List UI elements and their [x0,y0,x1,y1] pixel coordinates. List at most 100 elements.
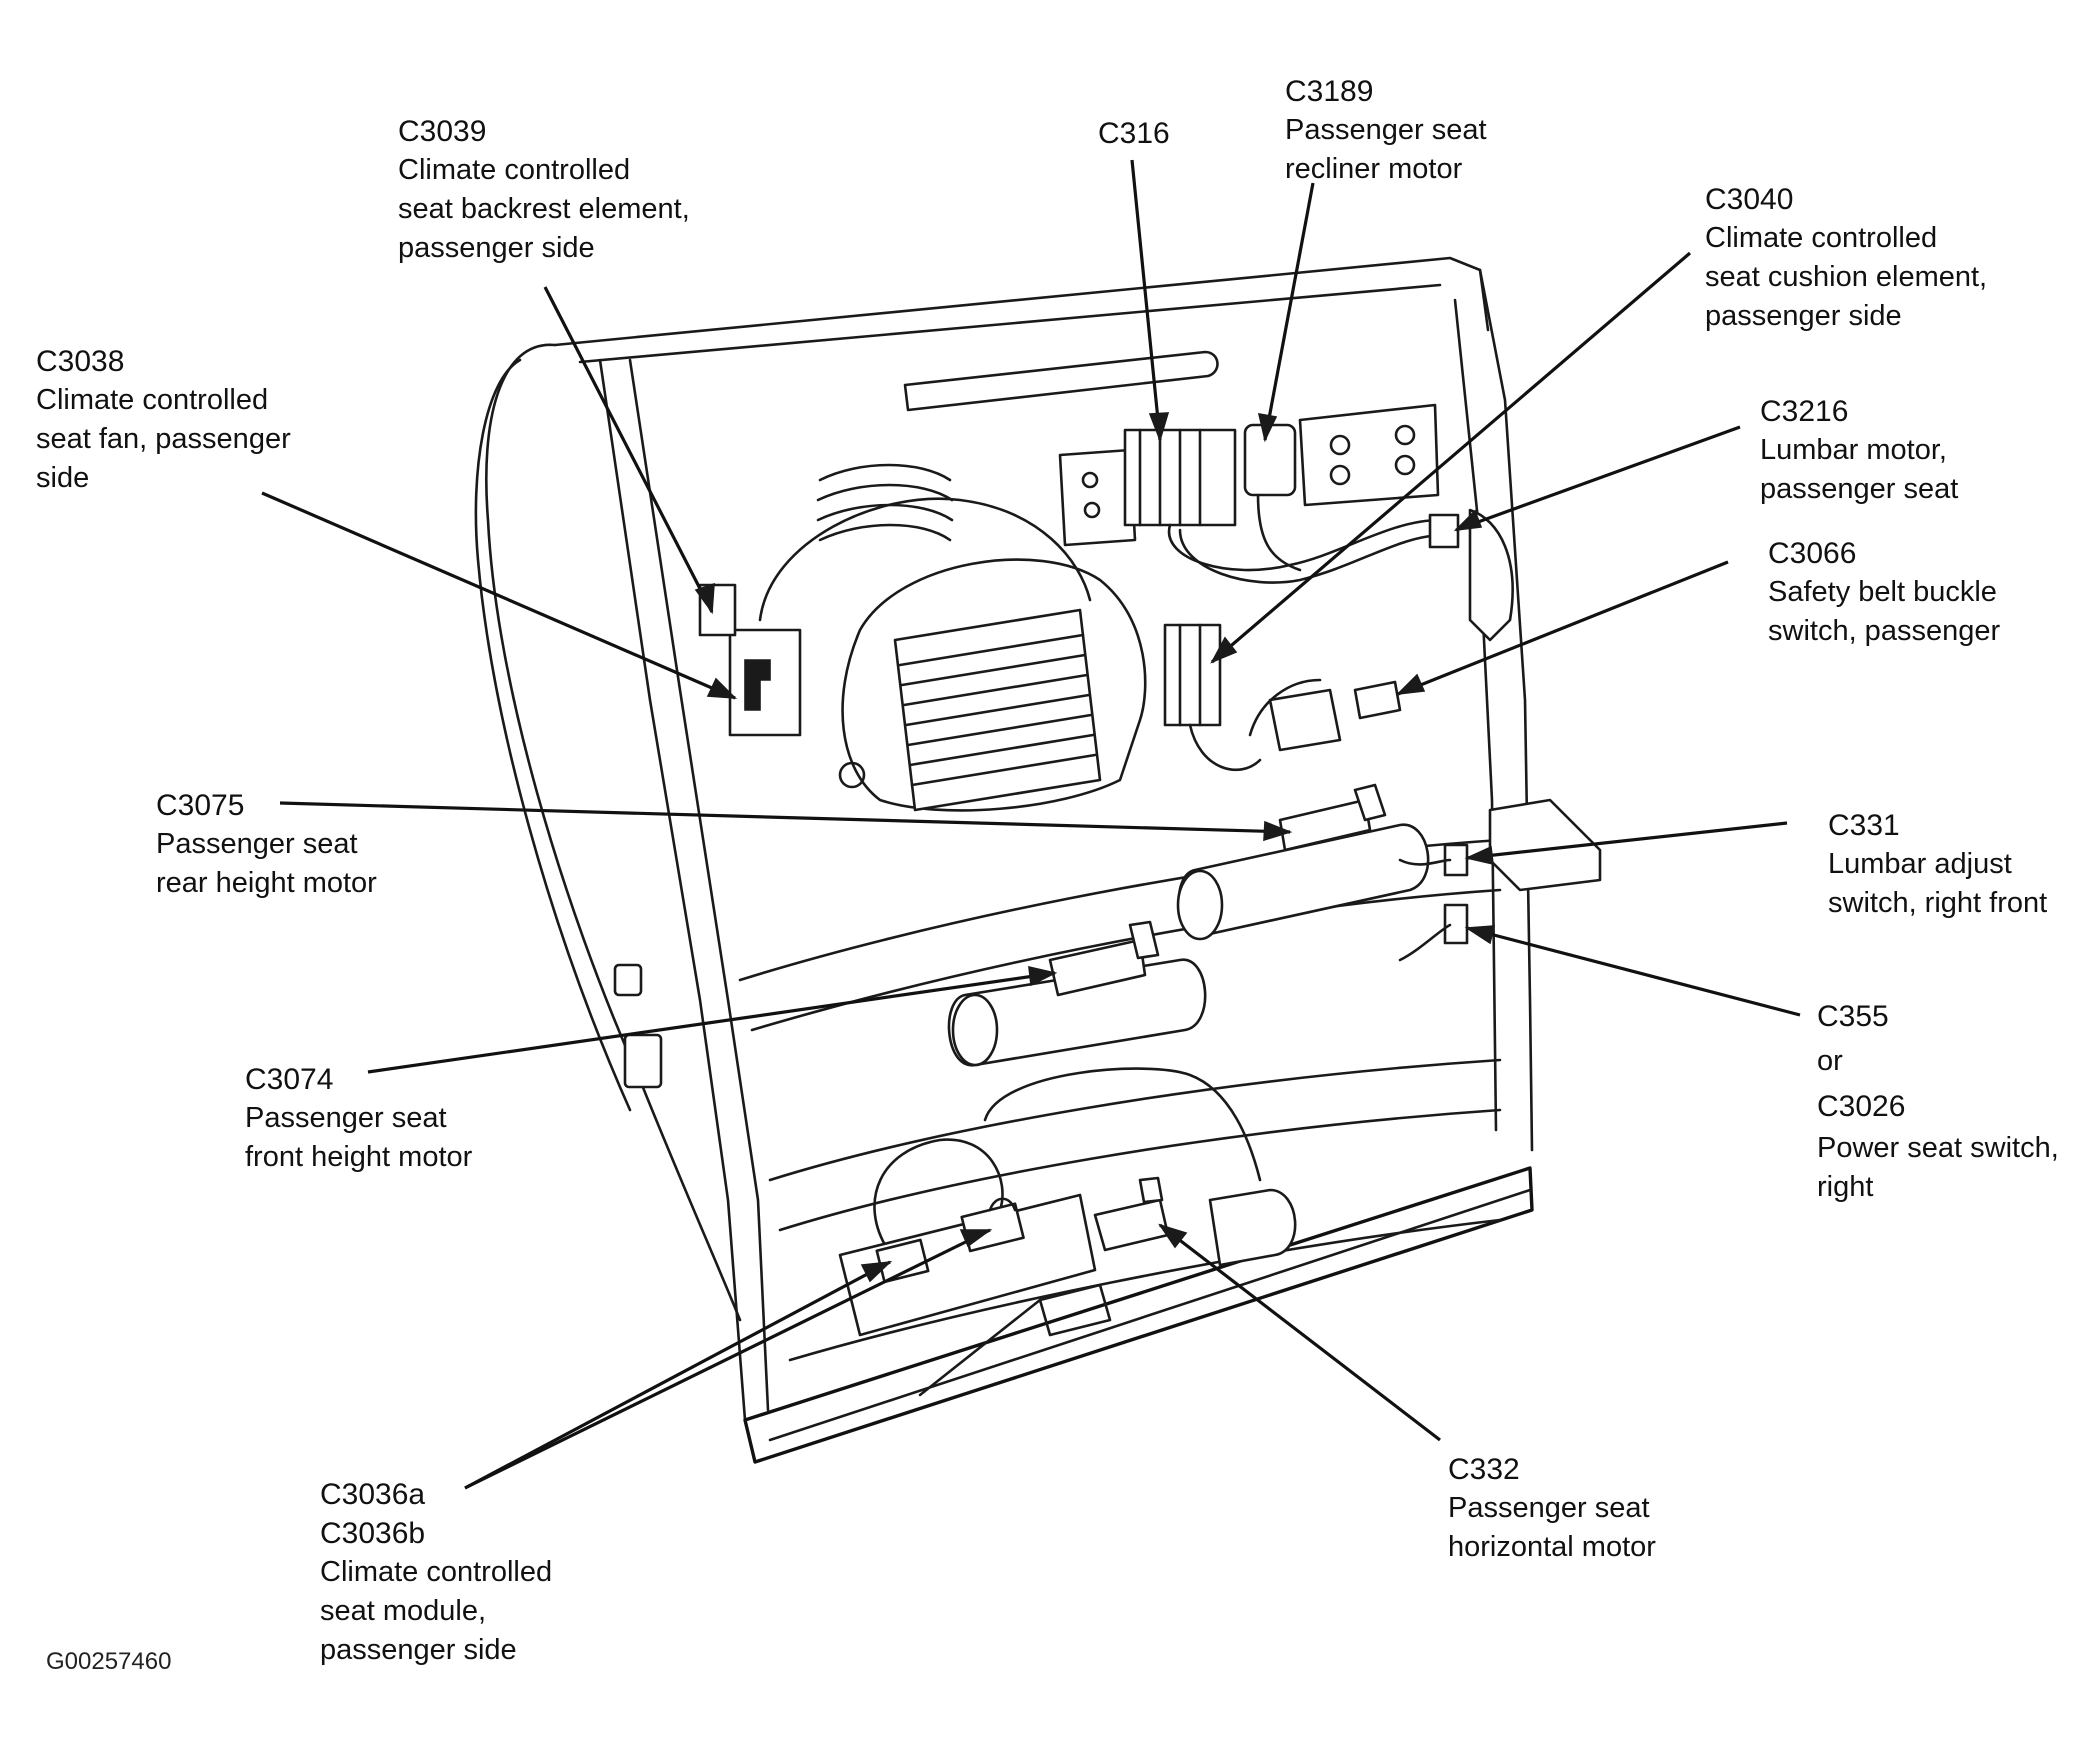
right-bracket [1468,508,1514,642]
cross-member-3 [768,1058,1502,1182]
fan-bellows [816,463,954,542]
callout-c3038: C3038 Climate controlled seat fan, passe… [36,342,291,498]
connector-c3038-body [728,628,802,737]
callout-line: Passenger seat [1448,1492,1650,1524]
arrow-c3066 [1395,673,1426,696]
arrow-heads [694,412,1496,1283]
motors [873,783,1602,1267]
connector-c3066-body [1268,688,1342,752]
leader-c3075 [279,801,1291,834]
rear-height-motor-end [1176,869,1224,941]
callout-code: C332 [1448,1453,1520,1486]
connector-c3040-ribs [1178,623,1202,727]
callout-line: Safety belt buckle [1768,576,1997,608]
callout-line: Power seat switch, [1817,1132,2059,1164]
connector-c3066-plug [1353,680,1402,720]
callout-line: rear height motor [156,867,377,899]
callout-line: passenger side [1705,300,1902,332]
arrow-c316 [1148,412,1170,443]
callout-line: C3036b [320,1517,426,1550]
arrow-c3036b [959,1229,993,1248]
frame-right [1478,268,1534,1152]
arrow-c332 [1158,1223,1188,1249]
callout-line: recliner motor [1285,153,1463,185]
leader-c3036b [464,1228,991,1490]
figure-id: G00257460 [46,1648,172,1675]
callout-line: switch, passenger [1768,615,2001,647]
callout-line: passenger seat [1760,473,1959,505]
middle-connectors [1163,508,1514,771]
leader-c332 [1159,1223,1441,1442]
leader-c3189 [1263,182,1315,441]
arrow-c3074 [1028,965,1058,987]
callout-line: Climate controlled [398,154,631,186]
connector-c332-body [1093,1198,1170,1252]
front-height-motor [947,958,1207,1067]
harness-lower-2 [873,1138,1004,1247]
callout-c3074: C3074 Passenger seat front height motor [245,1060,472,1177]
fan-grille-slats [898,633,1097,787]
wire-c355 [1398,923,1452,962]
harness-lower [983,1067,1262,1182]
callout-c355: C355 or C3026 Power seat switch, right [1817,994,2059,1207]
cross-member-4 [778,1108,1502,1232]
seat-module-rod [918,1298,1042,1397]
seat-left-curve-inner [474,358,632,1112]
seat-fan [698,463,1147,812]
callout-c3189: C3189 Passenger seat recliner motor [1285,72,1487,189]
callout-c316: C316 [1098,114,1170,153]
wire-fan-loop [758,497,1092,622]
callout-line: or [1817,1045,1843,1077]
callout-c3066: C3066 Safety belt buckle switch, passeng… [1768,534,2000,651]
arrow-c331 [1464,845,1494,866]
callout-c3216: C3216 Lumbar motor, passenger seat [1760,392,1958,509]
connector-c3074-body [1048,938,1147,997]
callout-code: C316 [1098,117,1170,150]
frame-left-inner [598,358,747,1422]
connector-c3038-latch [744,659,771,711]
callout-line: Lumbar motor, [1760,434,1947,466]
callout-code: C3216 [1760,395,1849,428]
callout-line: Climate controlled [320,1556,553,1588]
cross-member-5 [788,1218,1502,1362]
arrow-c355 [1464,925,1496,945]
callout-c3036: C3036a C3036b Climate controlled seat mo… [320,1475,552,1670]
arrow-c3038 [706,677,738,699]
leader-c3066 [1397,560,1729,696]
callout-line: Passenger seat [1285,114,1487,146]
leader-c355 [1466,926,1801,1017]
connector-c3216-body [1428,513,1460,549]
connector-c316-ribs [1138,428,1202,527]
callout-line: passenger side [320,1634,517,1666]
callout-code: C3039 [398,115,487,148]
arrow-c3189 [1257,413,1278,443]
connector-c355-body [1443,903,1469,945]
callout-line: Climate controlled [1705,222,1938,254]
arrow-c3040 [1210,636,1238,664]
callout-line: right [1817,1171,1874,1203]
callout-line: Passenger seat [156,828,358,860]
leader-c3216 [1455,425,1741,532]
left-bracket-small [613,963,643,997]
callout-c332: C332 Passenger seat horizontal motor [1448,1450,1656,1567]
callout-line: seat module, [320,1595,487,1627]
callout-code: C3066 [1768,537,1857,570]
leader-c316 [1130,159,1162,441]
connector-c3075-body [1278,798,1372,852]
leader-c3038 [261,491,736,700]
harness-upper [1167,518,1442,572]
wire-c3066 [1248,678,1322,737]
top-rod [903,350,1219,412]
wire-c3040 [1188,723,1262,771]
callout-line: seat backrest element, [398,193,690,225]
leader-c3036a [464,1260,891,1490]
plate-hole [1394,454,1416,476]
left-side-brackets [613,963,663,1089]
connector-c3075-tab [1353,783,1387,822]
callout-code: C331 [1828,809,1900,842]
bracket-hole [1081,471,1099,489]
connector-c3036b-loop [988,1197,1017,1212]
callout-code: C3038 [36,345,125,378]
fan-mount-hole [838,761,866,789]
callout-c331: C331 Lumbar adjust switch, right front [1828,806,2047,923]
